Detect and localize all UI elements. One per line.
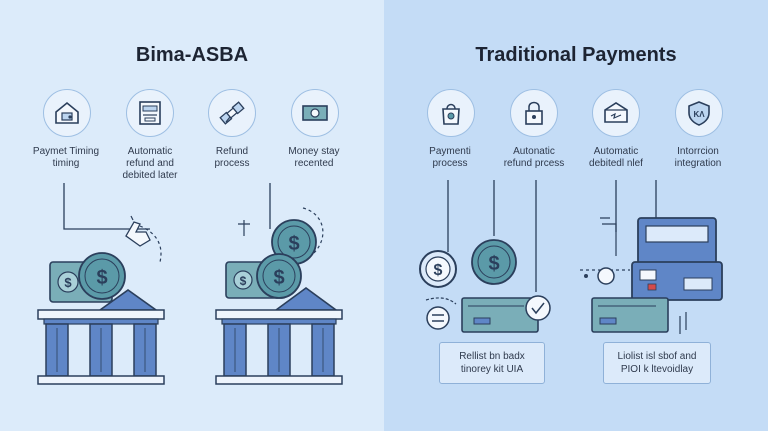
bank-base: [37, 375, 165, 385]
shield-mark: KΛ: [693, 110, 705, 119]
dollar-sign: $: [96, 267, 107, 289]
lock-icon: [510, 89, 558, 137]
banknote-seal: [57, 271, 79, 293]
bag-icon: [427, 89, 475, 137]
hand-cursor-icon: [125, 215, 151, 247]
payment-card: [591, 297, 669, 333]
connector-line: [600, 217, 617, 256]
bank-base: [215, 375, 343, 385]
dotted-connector: [425, 297, 457, 305]
bank-entablature: [215, 309, 343, 320]
bank-scene-left: $ $: [37, 252, 165, 385]
document-icon: [126, 89, 174, 137]
check-badge-icon: [525, 295, 551, 321]
bank-scene-center: $ $ $: [215, 219, 343, 385]
dollar-sign: $: [288, 233, 299, 255]
dollar-sign: $: [273, 267, 284, 289]
bima-asba-illustration: $ $ $ $: [37, 183, 343, 385]
envelope-icon: [592, 89, 640, 137]
satellite-icon: [208, 89, 256, 137]
bima-asba-title: Bima-ASBA: [135, 44, 249, 66]
shield-icon: KΛ: [675, 89, 723, 137]
traditional-payments-title: Traditional Payments: [475, 44, 677, 66]
node-icon: [597, 267, 615, 285]
banknote-icon: [291, 89, 339, 137]
dotted-connector: [139, 225, 162, 263]
house-icon: [43, 89, 91, 137]
dotted-connector: [299, 207, 324, 263]
plus-mark: [238, 220, 250, 236]
dollar-sign: $: [240, 274, 247, 288]
bank-entablature: [37, 309, 165, 320]
coin: [78, 252, 126, 300]
dollar-sign: $: [488, 253, 499, 275]
connector-line: [63, 183, 150, 230]
dollar-sign: $: [64, 275, 72, 290]
dollar-sign: $: [434, 262, 443, 279]
traditional-illustration: $ $: [419, 180, 723, 334]
equals-token-icon: [426, 306, 450, 330]
